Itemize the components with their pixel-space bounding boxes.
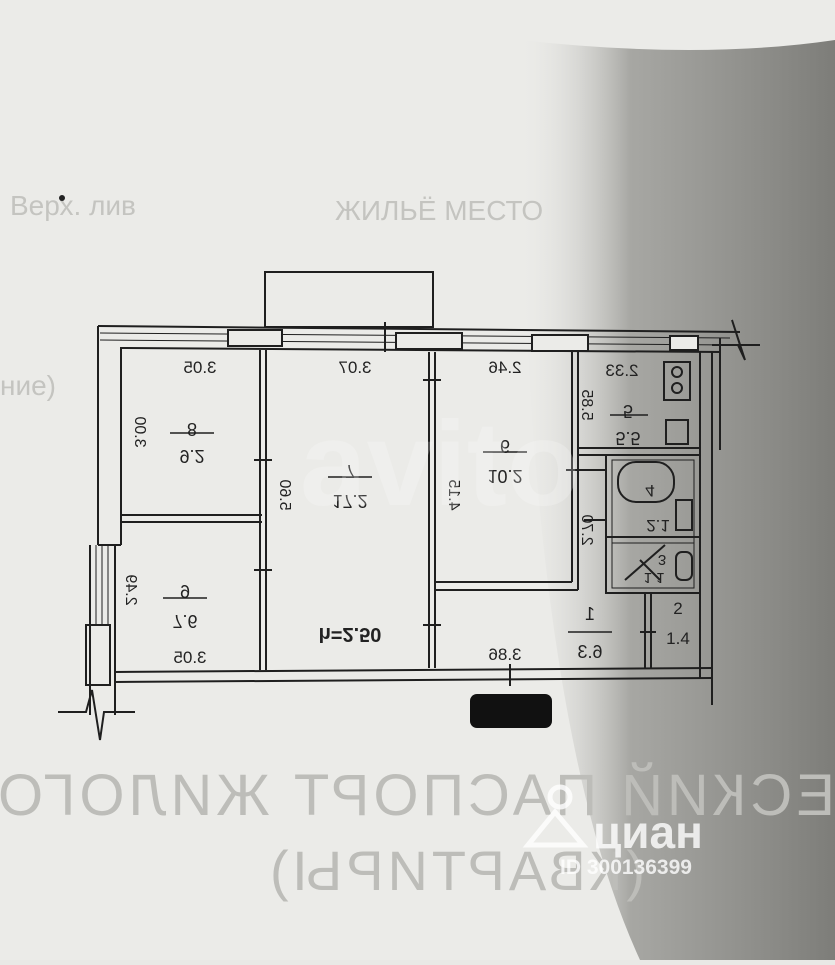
- avito-watermark: avito: [300, 397, 580, 531]
- fixtures: [617, 361, 693, 581]
- room-labels: 8 9.2 7 17.2 6 10.2 5 5.5 4 2.1 3 1.1 9 …: [163, 401, 690, 662]
- bathtub-icon: [617, 461, 675, 503]
- dim-room5-top: 2.33: [605, 361, 638, 380]
- dim-room7-top: 3.07: [338, 358, 371, 377]
- sink-icon: [675, 499, 693, 531]
- cian-brand-text: циан: [593, 806, 703, 858]
- room3-area: 1.1: [644, 569, 665, 586]
- ink-dot: [59, 195, 65, 201]
- room6-area: 10.2: [487, 466, 522, 486]
- bg-text-top-left: Верх. лив: [10, 190, 136, 221]
- ceiling-height: h=2.50: [319, 623, 382, 645]
- toilet-door-mark: [624, 544, 666, 581]
- bg-text-bottom-2: (КВАРТИРЫ): [266, 839, 645, 902]
- dim-room7-side: 5.60: [276, 479, 293, 510]
- dim-corridor-side: 2.70: [578, 514, 595, 545]
- window-3: [531, 334, 589, 352]
- cian-logo-icon: [522, 784, 589, 848]
- bg-text-bottom-1: ЕСКИЙ ПАСПОРТ ЖИЛОГО: [0, 763, 835, 828]
- room7-number: 7: [345, 461, 355, 481]
- toilet-icon: [675, 551, 693, 581]
- room9-area: 7.6: [172, 611, 197, 631]
- bg-text-top-right: ЖИЛЬЁ МЕСТО: [335, 195, 543, 226]
- cian-id-text: ID 300136399: [560, 856, 692, 879]
- break-marks: [58, 319, 760, 741]
- dim-room8-top: 3.05: [183, 358, 216, 377]
- dim-room9-side: 2.49: [122, 574, 139, 605]
- dim-room6-side: 4.15: [445, 479, 462, 510]
- room4-area: 2.1: [646, 516, 670, 535]
- room2-area: 1.4: [666, 629, 690, 648]
- windows: [227, 329, 699, 352]
- dim-corridor-bottom: 3.86: [488, 645, 521, 664]
- room6-number: 6: [500, 436, 510, 456]
- room4-number: 4: [645, 481, 654, 500]
- plan-labels: 3.05 3.07 2.46 2.33 3.00 5.60 4.15 5.85 …: [122, 358, 690, 667]
- bg-text-left-mid: ние): [0, 370, 56, 401]
- dim-room9-bottom: 3.05: [173, 648, 206, 667]
- window-2: [395, 332, 463, 350]
- dim-room6-top: 2.46: [488, 358, 521, 377]
- room3-number: 3: [658, 551, 666, 568]
- window-1: [227, 329, 283, 347]
- room8-area: 9.2: [179, 446, 204, 466]
- room5-number: 5: [623, 401, 633, 421]
- kitchen-sink-icon: [665, 419, 689, 445]
- redaction-box: [470, 694, 552, 728]
- room9-number: 9: [180, 581, 190, 601]
- room7-area: 17.2: [332, 491, 367, 511]
- dimension-labels: 3.05 3.07 2.46 2.33 3.00 5.60 4.15 5.85 …: [122, 358, 639, 667]
- room1-number: 1: [585, 604, 595, 624]
- tick-marks: [254, 322, 656, 686]
- bg-mirrored-text: ЕСКИЙ ПАСПОРТ ЖИЛОГО (КВАРТИРЫ): [0, 763, 835, 902]
- burner-1-icon: [671, 366, 683, 378]
- room1-area: 6.3: [577, 642, 602, 662]
- room2-number: 2: [673, 599, 682, 618]
- room5-area: 5.5: [615, 428, 640, 448]
- balcony: [264, 271, 434, 328]
- stove-icon: [663, 361, 691, 401]
- burner-2-icon: [671, 382, 683, 394]
- window-4: [669, 335, 699, 351]
- room8-number: 8: [187, 419, 197, 439]
- dim-room8-side: 3.00: [131, 416, 148, 447]
- cian-watermark: циан ID 300136399: [522, 784, 703, 879]
- dim-room5-side: 5.85: [578, 389, 595, 420]
